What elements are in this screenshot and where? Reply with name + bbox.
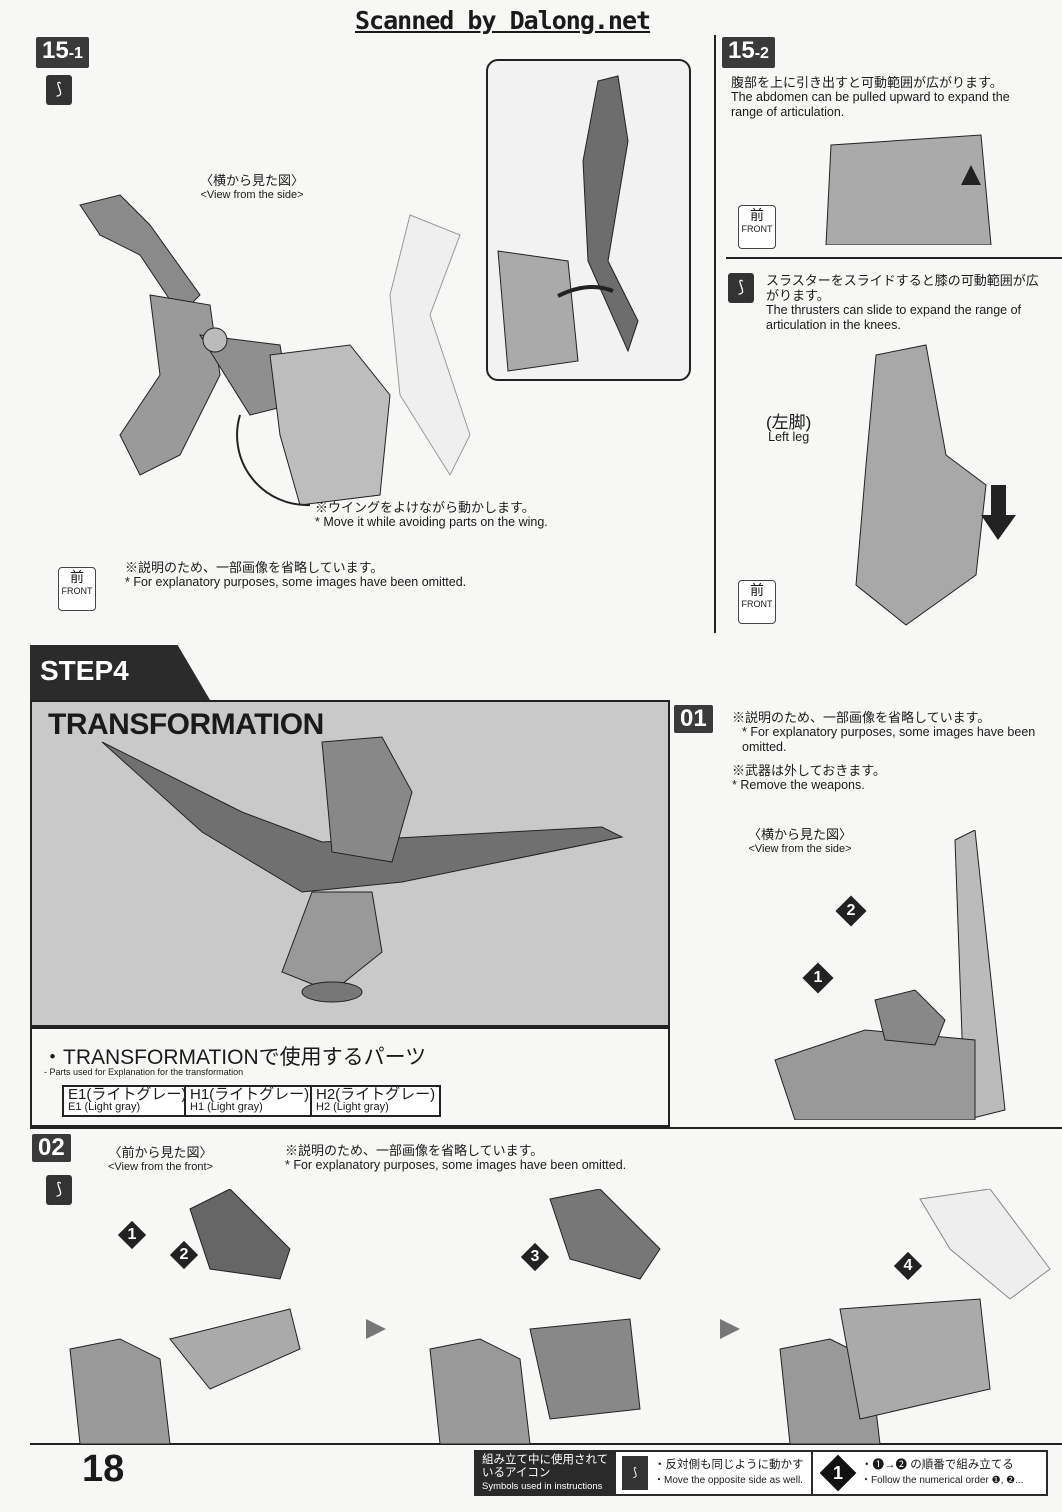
step4-banner: STEP4 xyxy=(30,645,210,700)
omit-note-en: * For explanatory purposes, some images … xyxy=(125,575,467,589)
wing-note-jp: ※ウイングをよけながら動かします。 xyxy=(315,500,535,515)
part-en: H2 (Light gray) xyxy=(316,1101,389,1113)
transformation-section: TRANSFORMATION xyxy=(30,700,670,1027)
thruster-note-jp: スラスターをスライドすると膝の可動範囲が広がります。 xyxy=(766,273,1039,303)
abdomen-note-en: The abdomen can be pulled upward to expa… xyxy=(731,90,1010,119)
opposite-side-icon: ⟆ xyxy=(622,1456,648,1490)
legend-title: 組み立て中に使用されているアイコン Symbols used in instruc… xyxy=(476,1452,616,1494)
part-h2: H2(ライトグレー)H2 (Light gray) xyxy=(310,1085,442,1117)
step-number: 15 xyxy=(42,37,69,64)
omit-note-jp: ※説明のため、一部画像を省略しています。 xyxy=(732,710,991,725)
part-jp: H2(ライトグレー) xyxy=(316,1086,436,1103)
view-label-jp: 〈横から見た図〉 xyxy=(748,827,853,842)
watermark: Scanned by Dalong.net xyxy=(355,6,651,35)
omit-note-en: * For explanatory purposes, some images … xyxy=(742,725,1036,754)
step-02-panel: 02 ⟆ 〈前から見た図〉 <View from the front> ※説明の… xyxy=(30,1127,1062,1445)
order-number: 4 xyxy=(903,1257,913,1274)
order-en: ・Follow the numerical order ❶, ❷... xyxy=(861,1475,1024,1486)
legend-opposite-side: ⟆ ・反対側も同じように動かす・Move the opposite side a… xyxy=(616,1452,811,1494)
order-number: 1 xyxy=(832,1463,843,1483)
step-sub: -2 xyxy=(754,45,769,62)
weapons-note-jp: ※武器は外しておきます。 xyxy=(732,763,886,778)
view-label-en: <View from the front> xyxy=(108,1161,213,1173)
opposite-side-icon: ⟆ xyxy=(46,1175,72,1205)
view-label-jp: 〈前から見た図〉 xyxy=(108,1145,213,1160)
legend-order: 1 ・❶→❷ の順番で組み立てる・Follow the numerical or… xyxy=(813,1452,1046,1494)
wing-note-en: * Move it while avoiding parts on the wi… xyxy=(315,515,548,529)
view-label-jp: 〈横から見た図〉 xyxy=(200,173,305,188)
part-jp: E1(ライトグレー) xyxy=(68,1086,187,1103)
order-number: 1 xyxy=(127,1226,137,1243)
abdomen-note-jp: 腹部を上に引き出すと可動範囲が広がります。 xyxy=(731,75,1003,90)
symbol-legend: 組み立て中に使用されているアイコン Symbols used in instruc… xyxy=(474,1450,1048,1496)
omit-note-en: * For explanatory purposes, some images … xyxy=(285,1158,627,1172)
left-leg-jp: (左脚) xyxy=(766,413,812,432)
step-15-2-panel: 15-2 腹部を上に引き出すと可動範囲が広がります。 The abdomen c… xyxy=(716,35,1062,633)
legend-title-en: Symbols used in instructions xyxy=(482,1481,603,1492)
order-number: 2 xyxy=(846,902,856,919)
front-jp: 前 xyxy=(750,207,764,223)
front-jp: 前 xyxy=(70,569,84,585)
order-number: 3 xyxy=(530,1248,540,1265)
order-marker-2: 2 xyxy=(835,895,867,927)
weapons-note-en: * Remove the weapons. xyxy=(732,778,865,792)
order-marker-1: 1 xyxy=(117,1220,147,1250)
order-jp: ・❶→❷ の順番で組み立てる xyxy=(861,1459,1014,1471)
order-marker-3: 3 xyxy=(520,1242,550,1272)
step-sub: -1 xyxy=(68,45,83,62)
omit-note-jp: ※説明のため、一部画像を省略しています。 xyxy=(125,560,384,575)
parts-title: ・TRANSFORMATIONで使用するパーツ xyxy=(42,1046,427,1069)
front-view-sequence-illustration xyxy=(69,1189,1051,1444)
opposite-jp: ・反対側も同じように動かす xyxy=(654,1459,804,1471)
front-en: FRONT xyxy=(741,224,773,234)
step-15-1-panel: 15-1 ⟆ 〈横から見た図〉 <View from the side> ※ウイ… xyxy=(30,35,716,633)
order-marker-2: 2 xyxy=(169,1240,199,1270)
page-number: 18 xyxy=(82,1448,125,1490)
left-leg-en: Left leg xyxy=(768,430,810,444)
front-jp: 前 xyxy=(750,582,764,598)
leg-side-illustration xyxy=(79,194,471,507)
inset-detail-box xyxy=(486,59,691,381)
step-label: 01 xyxy=(674,705,713,733)
part-en: E1 (Light gray) xyxy=(68,1101,141,1113)
part-e1: E1(ライトグレー)E1 (Light gray) xyxy=(62,1085,193,1117)
view-label-en: <View from the side> xyxy=(200,189,304,201)
step-label: 15-1 xyxy=(36,37,89,68)
step-01-panel: 01 ※説明のため、一部画像を省略しています。 * For explanator… xyxy=(670,700,1062,1127)
opposite-en: ・Move the opposite side as well. xyxy=(654,1475,803,1486)
order-marker-1: 1 xyxy=(802,962,834,994)
opposite-side-icon: ⟆ xyxy=(46,75,72,105)
order-number: 2 xyxy=(179,1246,189,1263)
order-number: 1 xyxy=(813,969,823,986)
step-number: 15 xyxy=(728,37,755,64)
order-diamond-icon: 1 xyxy=(819,1454,857,1492)
view-label-en: <View from the side> xyxy=(748,843,852,855)
transformation-title: TRANSFORMATION xyxy=(48,708,324,741)
abdomen-illustration xyxy=(825,134,992,245)
front-en: FRONT xyxy=(61,586,93,596)
order-marker-4: 4 xyxy=(893,1251,923,1281)
omit-note-jp: ※説明のため、一部画像を省略しています。 xyxy=(285,1143,544,1158)
part-h1: H1(ライトグレー)H1 (Light gray) xyxy=(184,1085,316,1117)
legend-title-jp: 組み立て中に使用されているアイコン xyxy=(482,1454,609,1479)
thruster-note-en: The thrusters can slide to expand the ra… xyxy=(766,303,1022,332)
parts-subtitle: - Parts used for Explanation for the tra… xyxy=(44,1067,244,1077)
mobile-armor-illustration xyxy=(101,736,624,1003)
part-en: H1 (Light gray) xyxy=(190,1101,263,1113)
parts-section: ・TRANSFORMATIONで使用するパーツ - Parts used for… xyxy=(30,1027,670,1127)
left-leg-illustration xyxy=(855,344,1016,626)
step-label: 02 xyxy=(32,1134,71,1162)
side-view-illustration xyxy=(774,830,1006,1120)
opposite-side-icon: ⟆ xyxy=(728,273,754,303)
step-label: 15-2 xyxy=(722,37,775,68)
front-en: FRONT xyxy=(741,599,773,609)
part-jp: H1(ライトグレー) xyxy=(190,1086,310,1103)
